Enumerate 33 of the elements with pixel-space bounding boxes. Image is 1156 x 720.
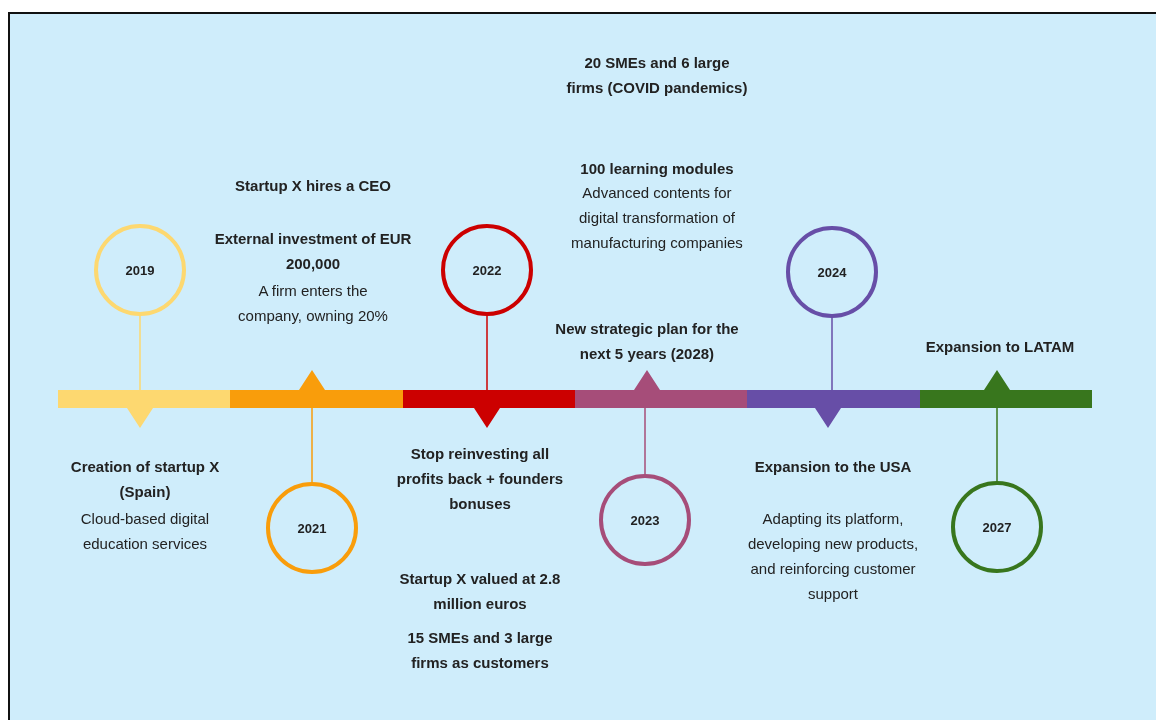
timeline-segment — [230, 370, 403, 408]
milestone-heading: 100 learning modules — [579, 159, 735, 179]
milestone-description: A firm enters the company, owning 20% — [237, 281, 389, 326]
year-circle: 2023 — [599, 474, 691, 566]
year-circle: 2022 — [441, 224, 533, 316]
milestone-heading: Stop reinvesting all profits back + founders bonuses — [395, 444, 565, 514]
year-circle: 2027 — [951, 481, 1043, 573]
year-circle: 2024 — [786, 226, 878, 318]
milestone-heading: Expansion to the USA — [753, 457, 913, 477]
timeline-segment — [575, 370, 747, 408]
milestone-description: Adapting its platform, developing new products, and reinforcing customer support — [746, 509, 920, 604]
milestone-description: Cloud-based digital education services — [79, 509, 211, 554]
milestone-heading: External investment of EUR 200,000 — [213, 229, 413, 274]
milestone-heading: Expansion to LATAM — [924, 337, 1076, 357]
milestone-heading: 20 SMEs and 6 large firms (COVID pandemics) — [565, 53, 749, 98]
year-circle: 2019 — [94, 224, 186, 316]
timeline-segment — [920, 370, 1092, 408]
milestone-description: Advanced contents for digital transformation of manufacturing companies — [570, 183, 744, 253]
connector-line — [139, 315, 141, 391]
connector-line — [644, 407, 646, 475]
connector-line — [486, 315, 488, 391]
milestone-heading: Creation of startup X (Spain) — [69, 457, 221, 502]
connector-line — [996, 407, 998, 482]
milestone-heading: Startup X valued at 2.8 million euros — [398, 569, 562, 614]
timeline-segment — [403, 390, 575, 428]
connector-line — [831, 317, 833, 391]
timeline-segment — [58, 390, 230, 428]
milestone-heading: New strategic plan for the next 5 years (2028) — [554, 319, 740, 364]
connector-line — [311, 407, 313, 483]
year-circle: 2021 — [266, 482, 358, 574]
timeline-segment — [747, 390, 920, 428]
milestone-heading: 15 SMEs and 3 large firms as customers — [406, 628, 554, 673]
milestone-heading: Startup X hires a CEO — [234, 176, 392, 196]
